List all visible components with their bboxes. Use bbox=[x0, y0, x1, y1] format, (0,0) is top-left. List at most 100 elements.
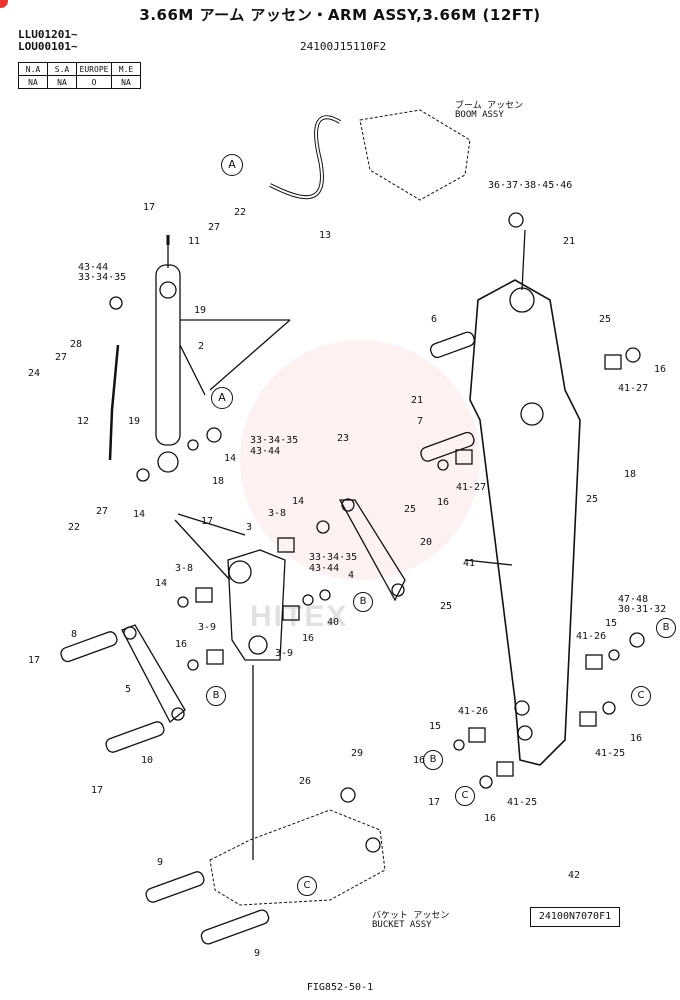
bushing-41-27b bbox=[604, 354, 622, 370]
rod-12 bbox=[108, 344, 120, 461]
market-header: N.A bbox=[18, 62, 48, 76]
part-label: 5 bbox=[125, 684, 132, 695]
part-label: 33·34·35 bbox=[250, 435, 299, 446]
part-label: 2 bbox=[198, 341, 205, 352]
part-label: 41-26 bbox=[576, 631, 607, 642]
part-label: 18 bbox=[212, 476, 225, 487]
part-label: 16 bbox=[175, 639, 188, 650]
part-label: 41-27 bbox=[456, 482, 487, 493]
part-label: 41-25 bbox=[595, 748, 626, 759]
part-label: 14 bbox=[155, 578, 168, 589]
part-label: 16 bbox=[484, 813, 497, 824]
bushing-3-9a bbox=[206, 649, 224, 665]
bushing-41-25a bbox=[496, 761, 514, 777]
page-title: 3.66M アーム アッセン・ARM ASSY,3.66M (12FT) bbox=[139, 6, 541, 24]
part-label: 17 bbox=[91, 785, 104, 796]
bucket-assy-label-jp: バケット アッセン bbox=[372, 911, 450, 921]
callout-a: A bbox=[211, 387, 233, 409]
part-label: 14 bbox=[292, 496, 305, 507]
part-label: 24 bbox=[28, 368, 41, 379]
hydraulic-hose bbox=[269, 115, 342, 200]
pin-9a bbox=[145, 871, 205, 903]
part-label: 36·37·38·45·46 bbox=[488, 180, 573, 191]
part-label: 25 bbox=[440, 601, 453, 612]
part-label: 43·44 bbox=[250, 446, 281, 457]
part-label: 10 bbox=[141, 755, 154, 766]
part-label: 25 bbox=[599, 314, 612, 325]
pin-6 bbox=[429, 331, 475, 359]
part-label: 17 bbox=[201, 516, 214, 527]
link-3 bbox=[227, 549, 286, 661]
part-label: 3-8 bbox=[175, 563, 194, 574]
part-label: 17 bbox=[143, 202, 156, 213]
market-header: S.A bbox=[47, 62, 77, 76]
market-value: NA bbox=[111, 75, 141, 89]
part-label: 28 bbox=[70, 339, 83, 350]
part-label: 22 bbox=[234, 207, 247, 218]
part-label: 21 bbox=[411, 395, 424, 406]
part-label: 11 bbox=[188, 236, 201, 247]
part-label: 3-9 bbox=[198, 622, 217, 633]
pin-7 bbox=[420, 431, 475, 462]
bushing-3-8a bbox=[277, 537, 295, 553]
market-value: O bbox=[76, 75, 112, 89]
callout-b: B bbox=[423, 750, 443, 770]
market-value: NA bbox=[18, 75, 48, 89]
part-label: 40 bbox=[327, 617, 340, 628]
part-label: 3-9 bbox=[275, 648, 294, 659]
pin-10 bbox=[105, 721, 165, 753]
box-reference-number: 42 bbox=[568, 870, 581, 881]
bushing-3-8b bbox=[195, 587, 213, 603]
serial-range-1: LLU01201~ bbox=[18, 28, 78, 41]
part-label: 43·44 bbox=[78, 262, 109, 273]
part-label: 29 bbox=[351, 748, 364, 759]
part-label: 16 bbox=[437, 497, 450, 508]
part-label: 19 bbox=[128, 416, 141, 427]
bushing-41-25b bbox=[579, 711, 597, 727]
part-label: 15 bbox=[429, 721, 442, 732]
part-label: 47·48 bbox=[618, 594, 649, 605]
pin-8 bbox=[60, 631, 118, 663]
part-label: 18 bbox=[624, 469, 637, 480]
market-value: NA bbox=[47, 75, 77, 89]
bushing-41-26b bbox=[468, 727, 486, 743]
part-label: 8 bbox=[71, 629, 78, 640]
part-label: 15 bbox=[605, 618, 618, 629]
part-label: 20 bbox=[420, 537, 433, 548]
bushing-41-26a bbox=[585, 654, 603, 670]
part-label: 41-27 bbox=[618, 383, 649, 394]
bushing-41-27a bbox=[455, 449, 473, 465]
watermark-gear bbox=[240, 340, 480, 580]
part-label: 16 bbox=[630, 733, 643, 744]
part-label: 43·44 bbox=[309, 563, 340, 574]
boom-assy-label-jp: ブーム アッセン bbox=[455, 101, 524, 111]
part-label: 13 bbox=[319, 230, 332, 241]
callout-c: C bbox=[297, 876, 317, 896]
corner-marker bbox=[0, 0, 8, 8]
part-label: 16 bbox=[413, 755, 426, 766]
part-label: 41-25 bbox=[507, 797, 538, 808]
part-label: 16 bbox=[302, 633, 315, 644]
callout-b: B bbox=[353, 592, 373, 612]
callout-b: B bbox=[206, 686, 226, 706]
bucket-assy-label: BUCKET ASSY bbox=[372, 920, 432, 930]
part-label: 9 bbox=[157, 857, 164, 868]
part-label: 7 bbox=[417, 416, 424, 427]
bucket-part-number-box: 24100N7070F1 bbox=[530, 907, 620, 927]
part-label: 23 bbox=[337, 433, 350, 444]
pin-9b bbox=[200, 909, 270, 945]
part-label: 26 bbox=[299, 776, 312, 787]
callout-b: B bbox=[656, 618, 676, 638]
callout-c: C bbox=[455, 786, 475, 806]
part-label: 9 bbox=[254, 948, 261, 959]
serial-range-2: LOU00101~ bbox=[18, 40, 78, 53]
part-label: 16 bbox=[654, 364, 667, 375]
part-label: 17 bbox=[28, 655, 41, 666]
part-label: 17 bbox=[428, 797, 441, 808]
part-label: 27 bbox=[208, 222, 221, 233]
part-label: 25 bbox=[404, 504, 417, 515]
part-label: 33·34·35 bbox=[309, 552, 358, 563]
market-header: M.E bbox=[111, 62, 141, 76]
callout-a: A bbox=[221, 154, 243, 176]
